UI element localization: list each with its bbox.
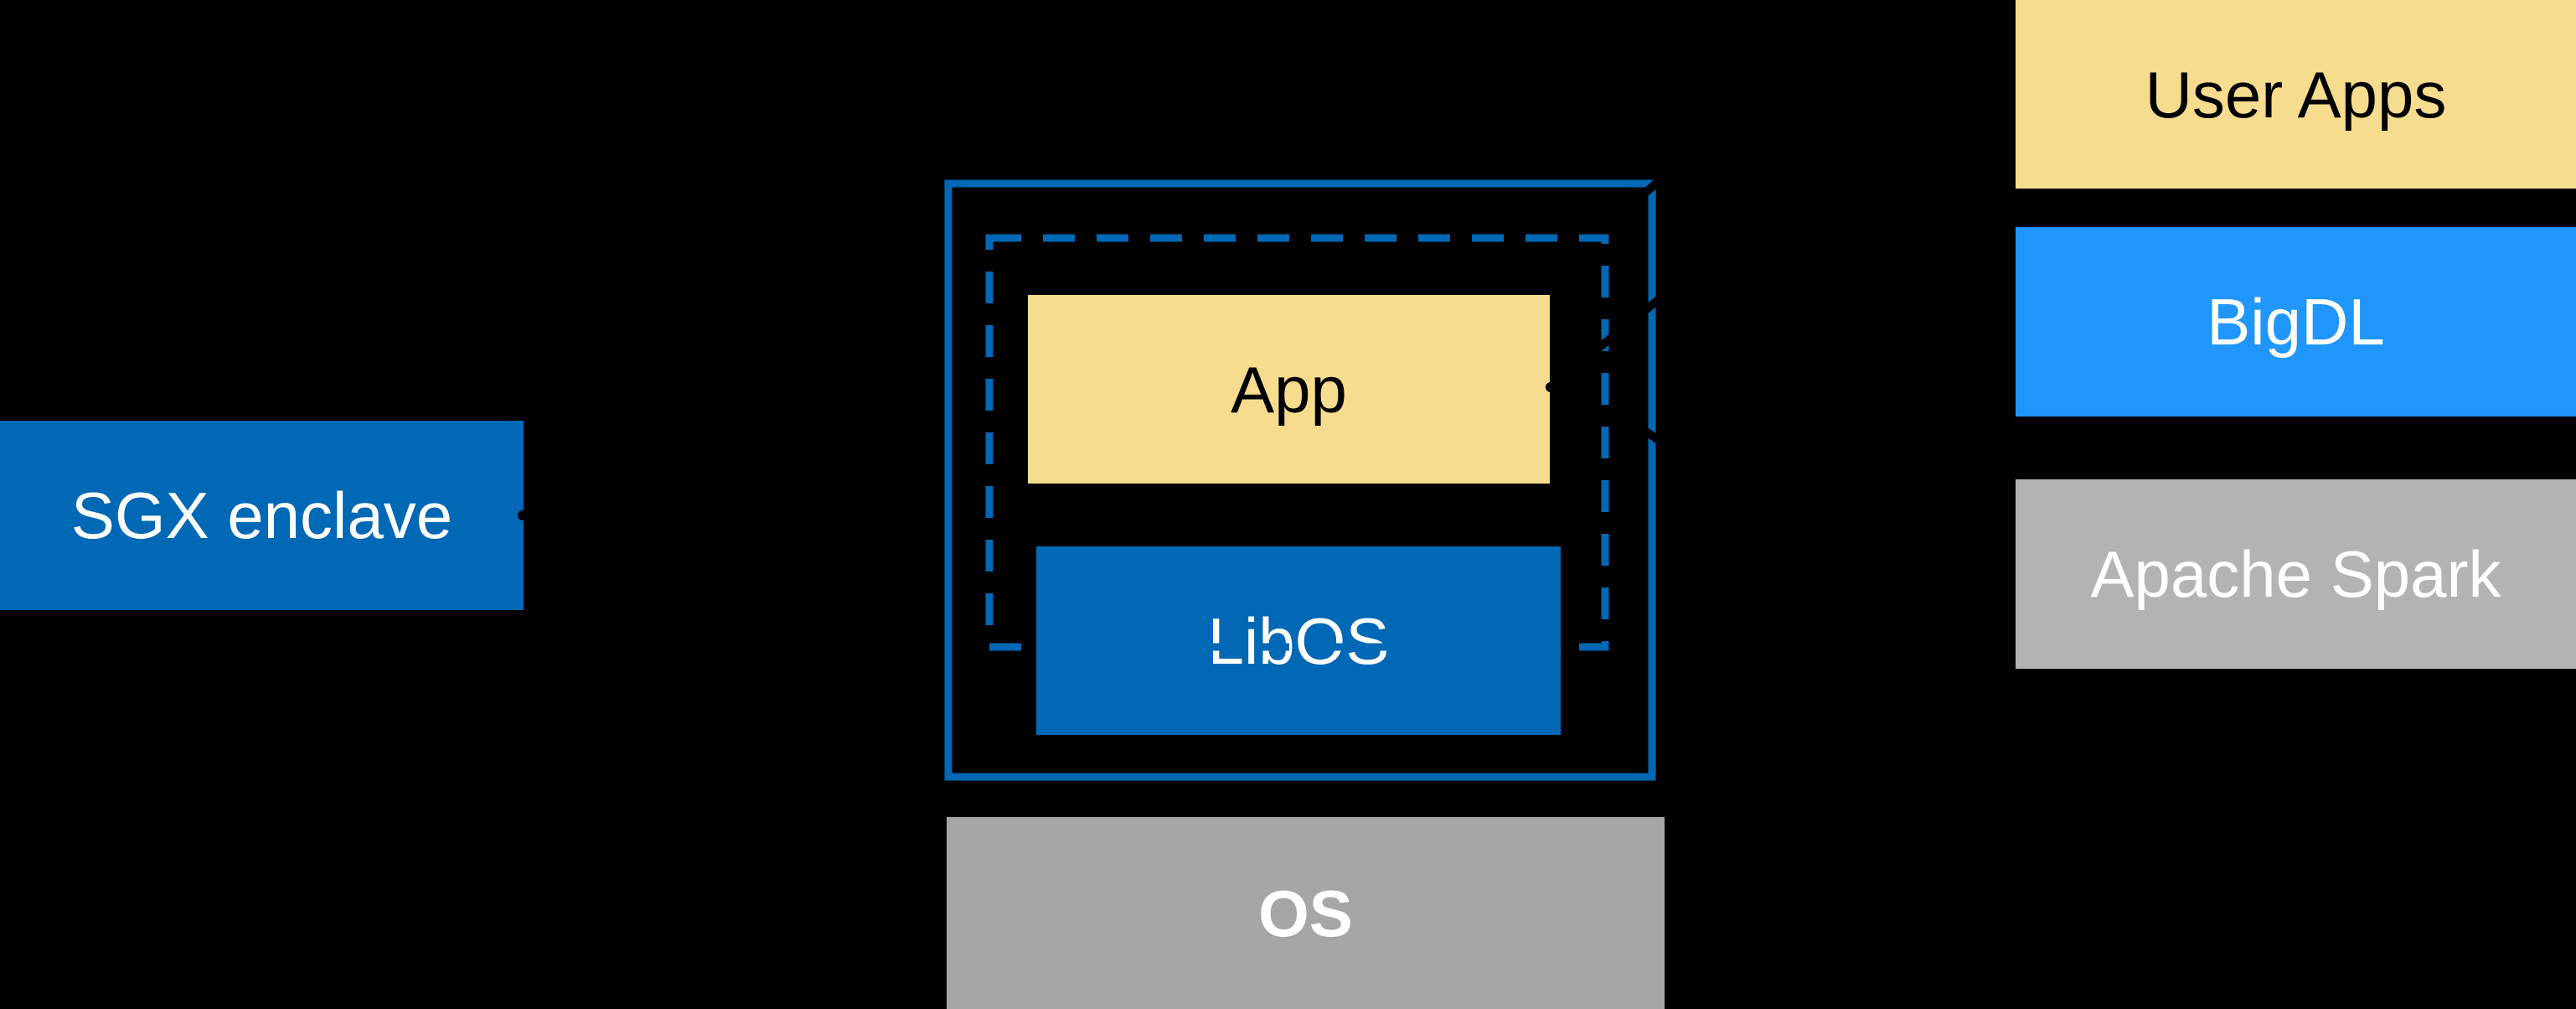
os-label: OS [1258,876,1353,950]
bigdl-label: BigDL [2207,285,2385,359]
connector-fragment-lower [1625,415,1691,465]
libos-box: LibOS [1036,546,1561,735]
sgx-enclave-box: SGX enclave [0,421,524,610]
app-label: App [1231,352,1347,427]
user-apps-label: User Apps [2145,57,2447,132]
sgx-enclave-label: SGX enclave [70,479,453,552]
bigdl-box: BigDL [2016,227,2576,417]
libos-label: LibOS [1207,603,1390,678]
os-box: OS [947,817,1665,1009]
apache-spark-label: Apache Spark [2090,537,2501,611]
user-apps-box: User Apps [2016,0,2576,189]
connector-line-bigdl-to-app [1546,245,1726,391]
app-box: App [1028,295,1550,484]
apache-spark-box: Apache Spark [2016,479,2576,669]
connector-fragment-corner [1620,153,1691,215]
